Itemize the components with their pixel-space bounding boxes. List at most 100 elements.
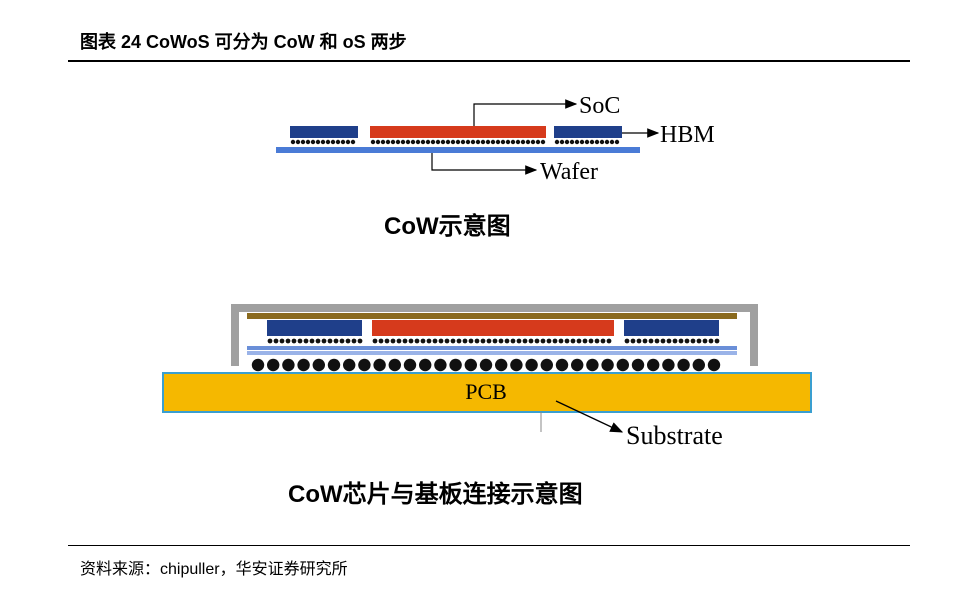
package-lid bbox=[231, 304, 758, 366]
hbm-label: HBM bbox=[660, 122, 715, 148]
substrate-label: Substrate bbox=[626, 421, 723, 450]
bump-dot bbox=[564, 338, 570, 344]
bump-dot bbox=[631, 358, 645, 372]
thermal-interface bbox=[247, 313, 737, 319]
bump-dot bbox=[540, 139, 546, 145]
bump-dot bbox=[522, 338, 528, 344]
bump-dot bbox=[450, 338, 456, 344]
bump-dot bbox=[480, 338, 486, 344]
bump-dot bbox=[708, 338, 714, 344]
bump-dot bbox=[410, 139, 416, 145]
bump-dot bbox=[468, 338, 474, 344]
bump-dot bbox=[479, 358, 493, 372]
soc-die bbox=[370, 126, 546, 138]
bump-dot bbox=[405, 139, 411, 145]
bump-dot bbox=[279, 338, 285, 344]
bump-dot bbox=[495, 358, 508, 372]
bump-dot bbox=[510, 358, 523, 372]
substrate-diagram: PCB Substrate bbox=[162, 304, 812, 450]
bump-dot bbox=[305, 139, 311, 145]
bump-dot bbox=[525, 358, 538, 372]
bump-dot bbox=[385, 139, 391, 145]
bump-dot bbox=[333, 338, 339, 344]
bump-dot bbox=[315, 139, 321, 145]
bump-dot bbox=[599, 139, 605, 145]
soc-label: SoC bbox=[579, 93, 620, 119]
pcb-label: PCB bbox=[465, 379, 507, 404]
bump-dot bbox=[358, 358, 371, 372]
c4-bumps bbox=[251, 358, 721, 372]
bump-dot bbox=[327, 358, 341, 372]
bump-dot bbox=[456, 338, 462, 344]
pcb-substrate bbox=[162, 372, 812, 413]
bump-dot bbox=[312, 358, 325, 372]
interposer-top bbox=[247, 346, 737, 350]
bump-dot bbox=[614, 139, 620, 145]
bump-dot bbox=[340, 139, 346, 145]
bump-dot bbox=[589, 139, 595, 145]
bump-dot bbox=[642, 338, 648, 344]
bump-dot bbox=[654, 338, 660, 344]
bump-dot bbox=[485, 139, 491, 145]
bump-dot bbox=[558, 338, 564, 344]
cow-diagram: SoC HBM Wafer bbox=[276, 93, 715, 185]
bump-dot bbox=[505, 139, 511, 145]
bump-dot bbox=[290, 139, 296, 145]
bump-dot bbox=[426, 338, 432, 344]
bump-dot bbox=[475, 139, 481, 145]
bump-dot bbox=[528, 338, 534, 344]
bump-dot bbox=[390, 139, 396, 145]
interposer-bottom bbox=[247, 351, 737, 355]
wafer-label: Wafer bbox=[540, 159, 598, 185]
bump-dot bbox=[444, 338, 450, 344]
bump-dot bbox=[582, 338, 588, 344]
bump-dot bbox=[677, 358, 690, 372]
wafer-pointer bbox=[431, 153, 538, 175]
bump-dot bbox=[662, 358, 675, 372]
bump-dot bbox=[321, 338, 327, 344]
substrate-pointer bbox=[555, 400, 624, 433]
bump-dot bbox=[624, 338, 630, 344]
bump-dot bbox=[370, 139, 376, 145]
bump-dot bbox=[486, 338, 492, 344]
bump-dot bbox=[516, 338, 522, 344]
bump-dot bbox=[415, 139, 421, 145]
bump-dot bbox=[350, 139, 356, 145]
bump-dot bbox=[309, 338, 315, 344]
bump-dot bbox=[604, 139, 610, 145]
bump-dot bbox=[438, 338, 444, 344]
bump-dot bbox=[490, 139, 496, 145]
bump-dot bbox=[584, 139, 590, 145]
bump-dot bbox=[303, 338, 309, 344]
bump-dot bbox=[569, 139, 575, 145]
bump-dot bbox=[414, 338, 420, 344]
top-rule bbox=[68, 60, 910, 62]
hbm-left-die bbox=[290, 126, 358, 138]
bump-dot bbox=[616, 358, 629, 372]
bump-dot bbox=[267, 358, 280, 372]
bump-dot bbox=[373, 358, 386, 372]
bump-dot bbox=[540, 338, 546, 344]
bump-dot bbox=[586, 358, 599, 372]
bump-dot bbox=[588, 338, 594, 344]
bump-dot bbox=[474, 338, 480, 344]
bump-dot bbox=[320, 139, 326, 145]
wafer-layer bbox=[276, 147, 640, 153]
bump-dot bbox=[460, 139, 466, 145]
bump-dot bbox=[495, 139, 501, 145]
bump-dot bbox=[515, 139, 521, 145]
bump-dot bbox=[282, 358, 295, 372]
bump-dot bbox=[609, 139, 615, 145]
bump-dot bbox=[343, 358, 356, 372]
bump-dot bbox=[390, 338, 396, 344]
bump-dot bbox=[419, 358, 432, 372]
bump-dot bbox=[396, 338, 402, 344]
bump-dot bbox=[480, 139, 486, 145]
bump-dot bbox=[300, 139, 306, 145]
soc-pointer bbox=[473, 99, 578, 126]
bump-dot bbox=[445, 139, 451, 145]
bump-dot bbox=[606, 338, 612, 344]
bump-dot bbox=[520, 139, 526, 145]
hbm-right-die-2 bbox=[624, 320, 719, 336]
